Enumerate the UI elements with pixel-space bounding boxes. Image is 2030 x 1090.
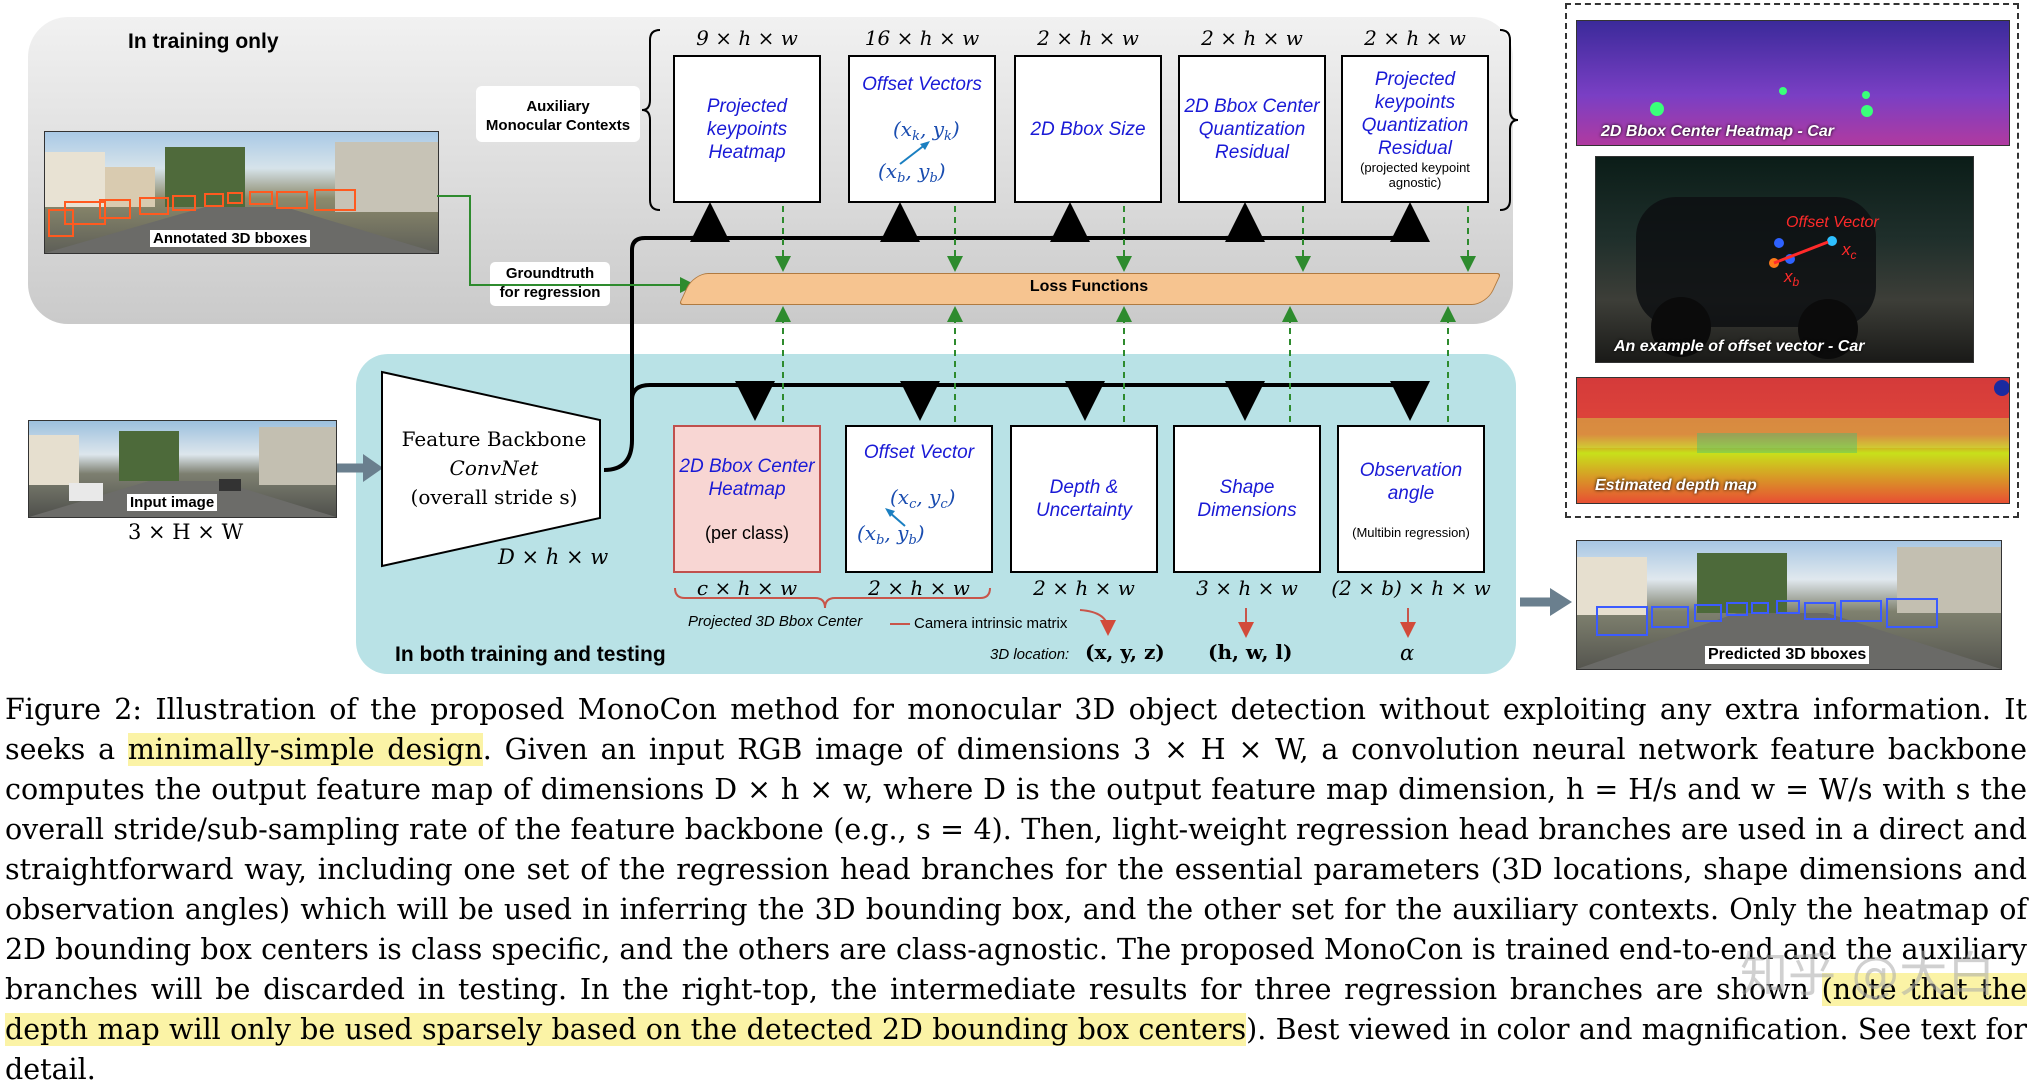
alpha-math: α (1400, 641, 1415, 665)
aux-dim-1: 16 × h × w (864, 26, 980, 50)
main-dim-1: 2 × h × w (868, 576, 970, 600)
main-head-depth: Depth & Uncertainty (1010, 425, 1158, 573)
main-head-4-text: Observation angle (1359, 459, 1463, 504)
aux-head-keypoints-heatmap: Projected keypoints Heatmap (673, 55, 821, 203)
svg-text:(xk, yk): (xk, yk) (893, 117, 960, 144)
watermark: 知乎 @大白 (1740, 947, 1996, 1003)
main-head-3-text: Shape Dimensions (1197, 477, 1297, 521)
annotated-image: Annotated 3D bboxes (44, 131, 439, 254)
predicted-caption: Predicted 3D bboxes (1705, 646, 1870, 664)
aux-head-4-text: Projected keypoints Quantization Residua… (1361, 69, 1469, 159)
location-math: (x, y, z) (1085, 640, 1165, 664)
offset-vector-diagram: (xc, yc) (xb, yb) (857, 485, 955, 548)
offset-vector-label: Offset Vector (1786, 214, 1879, 231)
both-label: In both training and testing (395, 643, 666, 666)
offset-vectors-diagram: (xk, yk) (xb, yb) (878, 117, 960, 186)
aux-dim-2: 2 × h × w (1037, 26, 1139, 50)
input-arrow (337, 454, 383, 482)
depth-map-caption: Estimated depth map (1595, 477, 1757, 494)
depth-map-image: Estimated depth map (1576, 377, 2010, 504)
backbone-dim: D × h × w (498, 545, 609, 569)
input-image: Input image (28, 420, 337, 518)
heatmap-image: 2D Bbox Center Heatmap - Car (1576, 20, 2010, 146)
aux-head-center-residual: 2D Bbox Center Quantization Residual (1178, 55, 1326, 203)
caption-part1: Illustration of the proposed MonoCon met… (5, 693, 2027, 766)
aux-head-3-text: 2D Bbox Center Quantization Residual (1184, 95, 1320, 163)
main-head-0-note: (per class) (704, 522, 789, 543)
main-head-offset-vector: Offset Vector (xc, yc) (xb, yb) (845, 425, 993, 573)
location-label: 3D location: (990, 646, 1070, 663)
backbone-shape (381, 370, 601, 568)
main-dim-2: 2 × h × w (1033, 576, 1135, 600)
aux-label-box (476, 86, 640, 142)
intermediate-results-frame (1565, 3, 2019, 518)
main-head-center-heatmap: 2D Bbox Center Heatmap (per class) (673, 425, 821, 573)
predicted-image: Predicted 3D bboxes (1576, 540, 2002, 670)
main-dim-4: (2 × b) × h × w (1331, 576, 1491, 600)
aux-head-4-note: (projected keypoint agnostic) (1360, 160, 1470, 190)
main-head-4-note: (Multibin regression) (1352, 524, 1470, 540)
main-dim-3: 3 × h × w (1196, 576, 1298, 600)
caption-part2: . Given an input RGB image of dimensions… (5, 733, 2027, 1006)
offset-example-image: Offset Vector xc xb An example of offset… (1595, 156, 1974, 363)
aux-head-keypoint-residual: Projected keypoints Quantization Residua… (1341, 55, 1489, 203)
svg-text:(xc, yc): (xc, yc) (890, 485, 955, 512)
projected-center-label: Projected 3D Bbox Center (688, 613, 863, 630)
depth-map-svg (1577, 380, 2009, 453)
main-head-0-text: 2D Bbox Center Heatmap (679, 455, 815, 500)
main-head-1-text: Offset Vector (863, 442, 975, 463)
aux-head-2-text: 2D Bbox Size (1030, 118, 1146, 140)
aux-dim-3: 2 × h × w (1201, 26, 1303, 50)
input-caption: Input image (127, 494, 218, 511)
main-head-observation-angle: Observation angle (Multibin regression) (1337, 425, 1485, 573)
predicted-svg (1577, 547, 2001, 669)
backbone-line2: ConvNet (449, 456, 539, 480)
aux-dim-0: 9 × h × w (696, 26, 798, 50)
camera-matrix-label: Camera intrinsic matrix (914, 615, 1068, 632)
input-dim: 3 × H × W (128, 520, 244, 544)
annotated-bboxes-svg (45, 142, 438, 253)
aux-label: Auxiliary Monocular Contexts (485, 98, 631, 134)
main-head-shape: Shape Dimensions (1173, 425, 1321, 573)
svg-text:(xb, yb): (xb, yb) (857, 521, 925, 548)
shape-math: (h, w, l) (1208, 640, 1293, 664)
offset-example-svg: Offset Vector xc xb (1636, 197, 1879, 359)
annotated-caption: Annotated 3D bboxes (150, 230, 311, 247)
groundtruth-label: Groundtruth for regression (499, 265, 601, 301)
svg-text:(xb, yb): (xb, yb) (878, 159, 946, 186)
backbone-line3: (overall stride s) (410, 485, 578, 509)
main-dim-0: c × h × w (696, 576, 798, 600)
backbone-line1: Feature Backbone (401, 427, 587, 451)
backbone-text: Feature Backbone ConvNet (overall stride… (384, 425, 604, 512)
caption-figure-label: Figure 2: (5, 693, 143, 726)
aux-head-0-text: Projected keypoints Heatmap (706, 95, 788, 163)
main-head-2-text: Depth & Uncertainty (1035, 477, 1133, 521)
caption-highlight1: minimally-simple design (127, 733, 483, 766)
connections-svg (437, 29, 1572, 638)
heatmap-svg (1650, 87, 1873, 117)
aux-head-1-text: Offset Vectors (862, 74, 982, 95)
aux-head-offset-vectors: Offset Vectors (xk, yk) (xb, yb) (848, 55, 996, 203)
training-only-label: In training only (128, 30, 279, 53)
loss-label: Loss Functions (1029, 278, 1149, 295)
offset-example-caption: An example of offset vector - Car (1614, 338, 1865, 355)
aux-head-bbox-size: 2D Bbox Size (1014, 55, 1162, 203)
figure-caption: Figure 2: Illustration of the proposed M… (5, 690, 2027, 1090)
aux-dim-4: 2 × h × w (1364, 26, 1466, 50)
heatmap-caption: 2D Bbox Center Heatmap - Car (1601, 123, 1834, 140)
